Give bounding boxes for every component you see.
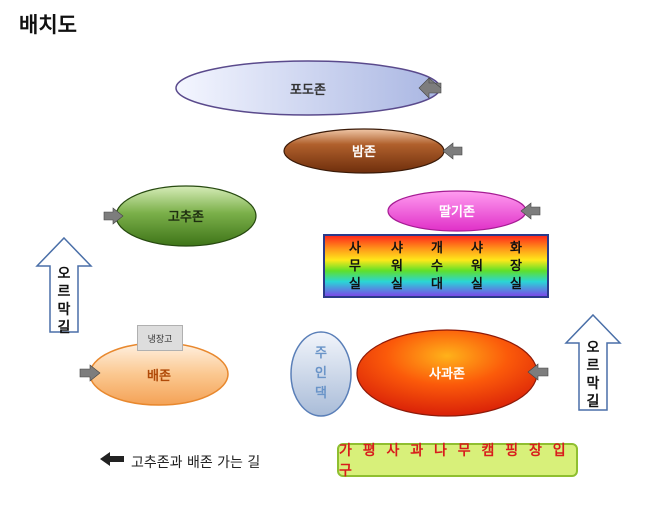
arrow-right-icon: [103, 207, 124, 225]
owner-house[interactable]: [290, 331, 352, 417]
facility-shower-1[interactable]: 샤 워 실: [391, 241, 403, 292]
facilities-block: 사 무 실 샤 워 실 개 수 대 샤 워 실 화 장 실: [323, 234, 549, 298]
facility-sink[interactable]: 개 수 대: [431, 241, 443, 292]
facility-shower-2[interactable]: 샤 워 실: [471, 241, 483, 292]
arrow-left-icon: [418, 77, 442, 99]
owner-house-label-3: 댁: [315, 385, 327, 401]
uphill-arrow-icon: [564, 313, 622, 411]
uphill-label-left: 오 르 막 길: [57, 266, 71, 336]
uphill-arrow-icon: [35, 236, 93, 333]
entrance-button[interactable]: 가 평 사 과 나 무 캠 핑 장 입 구: [337, 443, 578, 479]
fridge: 냉장고: [137, 325, 183, 351]
arrow-left-icon: [527, 363, 549, 381]
facility-restroom[interactable]: 화 장 실: [510, 241, 522, 292]
page-title: 배치도: [19, 13, 77, 37]
arrow-left-icon: [520, 202, 541, 220]
owner-house-label-2: 인: [315, 365, 327, 381]
uphill-label-right: 오 르 막 길: [586, 340, 600, 410]
facility-office[interactable]: 사 무 실: [349, 241, 361, 292]
pepper-zone-label: 고추존: [168, 209, 204, 225]
arrow-right-icon: [79, 364, 101, 382]
arrow-left-icon: [442, 142, 463, 160]
pear-zone-label: 배존: [147, 368, 171, 384]
owner-house-label-1: 주: [315, 346, 327, 361]
legend-arrow-icon: [100, 452, 124, 466]
chestnut-zone-label: 밤존: [352, 144, 376, 160]
legend-label: 고추존과 배존 가는 길: [131, 455, 261, 471]
apple-zone-label: 사과존: [429, 366, 465, 382]
grape-zone-label: 포도존: [290, 83, 326, 98]
strawberry-zone-label: 딸기존: [439, 205, 475, 220]
